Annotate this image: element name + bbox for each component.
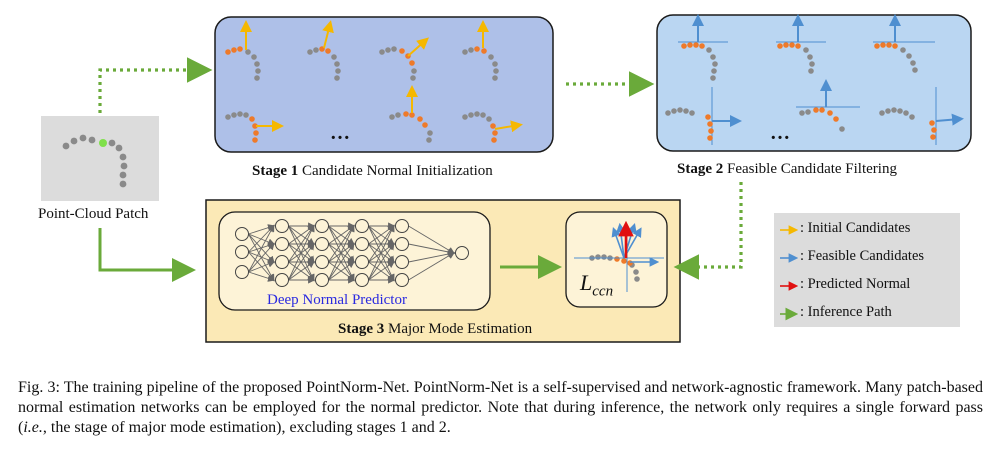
nn-edge: [328, 242, 355, 281]
nn-edge: [368, 260, 395, 281]
stage2-candidates: [665, 14, 964, 145]
stage1-title: Stage 1 Candidate Normal Initialization: [252, 163, 493, 180]
nn-edge: [408, 243, 456, 256]
stage3-name: Major Mode Estimation: [388, 321, 533, 337]
loss-label: Lccn: [580, 270, 613, 300]
nn-node: [315, 273, 329, 287]
nn-node: [235, 227, 249, 241]
nn-edge: [288, 260, 315, 281]
legend: : Initial Candidates : Feasible Candidat…: [774, 213, 960, 327]
nn-node: [275, 219, 289, 233]
stage2-box: [656, 14, 972, 152]
stage2-name: Feasible Candidate Filtering: [727, 161, 897, 177]
figure-caption: Fig. 3: The training pipeline of the pro…: [18, 378, 983, 438]
stage1-num: Stage 1: [252, 163, 299, 179]
nn-node: [355, 255, 369, 269]
nn-node: [395, 237, 409, 251]
nn-node: [315, 255, 329, 269]
predictor-label: Deep Normal Predictor: [267, 292, 407, 308]
nn-node: [235, 245, 249, 259]
caption-tail: , the stage of major mode estimation), e…: [42, 419, 451, 436]
nn-node: [355, 219, 369, 233]
nn-edge: [248, 251, 276, 264]
nn-node: [355, 273, 369, 287]
nn-node: [315, 219, 329, 233]
nn-edge: [408, 250, 456, 263]
legend-arrows: [780, 225, 799, 321]
nn-node: [395, 273, 409, 287]
nn-edge: [368, 242, 395, 281]
legend-feasible: : Feasible Candidates: [800, 248, 925, 264]
stage2-title: Stage 2 Feasible Candidate Filtering: [677, 161, 897, 178]
loss-graphic: [574, 220, 664, 292]
nn-node: [455, 246, 469, 260]
nn-edge: [248, 260, 276, 273]
stage3-title: Stage 3 Major Mode Estimation: [338, 321, 532, 338]
nn-edge: [328, 260, 355, 281]
legend-box: [774, 213, 960, 327]
inference-path-arrows: [98, 228, 562, 282]
training-path-arrows: [98, 57, 743, 280]
caption-ie: i.e.: [23, 419, 43, 436]
loss-symbol: L: [580, 270, 593, 295]
stage3-num: Stage 3: [338, 321, 385, 337]
input-label: Point-Cloud Patch: [38, 206, 149, 222]
nn-edge: [408, 225, 456, 254]
nn-node: [275, 237, 289, 251]
nn-node: [395, 255, 409, 269]
nn-edge: [368, 224, 395, 281]
input-patch: [41, 116, 159, 201]
nn-node: [315, 237, 329, 251]
legend-inference: : Inference Path: [800, 304, 892, 320]
nn-node: [395, 219, 409, 233]
legend-initial: : Initial Candidates: [800, 220, 911, 236]
nn-node: [235, 265, 249, 279]
nn-edge: [288, 242, 315, 281]
nn-edge: [248, 271, 276, 282]
stage2-ellipsis: …: [770, 122, 790, 144]
nn-edge: [408, 252, 456, 281]
loss-subscript: ccn: [592, 283, 614, 300]
stage1-box: [214, 16, 554, 153]
legend-predicted: : Predicted Normal: [800, 276, 911, 292]
stage1-ellipsis: …: [330, 122, 350, 144]
nn-edge: [248, 224, 275, 273]
neural-network-graphic: [235, 219, 469, 287]
nn-node: [275, 273, 289, 287]
stage1-candidates: [225, 20, 523, 143]
nn-node: [275, 255, 289, 269]
nn-edge: [248, 242, 275, 273]
stage2-num: Stage 2: [677, 161, 724, 177]
caption-lead: Fig. 3: The training pipeline of the pro…: [18, 379, 983, 436]
nn-edge: [328, 224, 355, 281]
nn-node: [355, 237, 369, 251]
nn-edge: [288, 224, 315, 281]
stage1-name: Candidate Normal Initialization: [302, 163, 493, 179]
